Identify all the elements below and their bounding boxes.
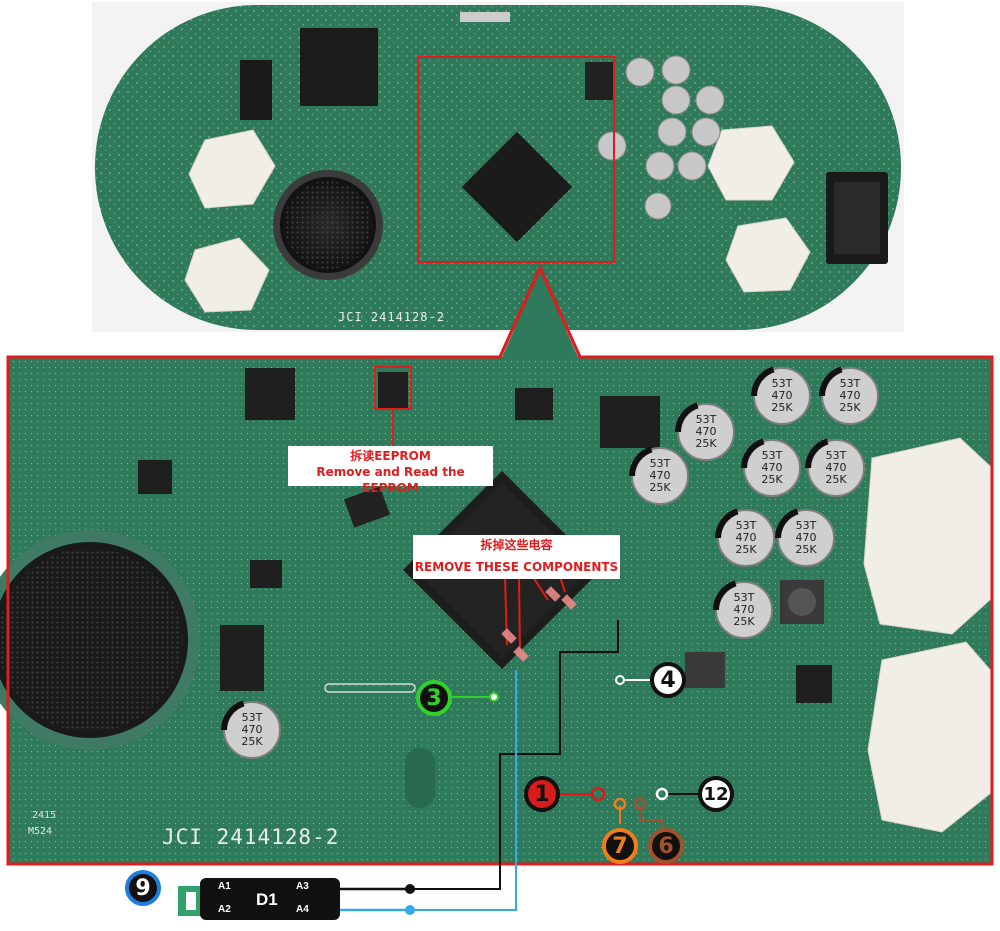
pin-label-12: 12 — [703, 783, 729, 805]
top-silkscreen: JCI 2414128-2 — [338, 310, 445, 324]
adapter-a2: A2 — [218, 904, 231, 915]
capacitor-marking: 470 — [734, 603, 755, 616]
pin-badge-7: 7 — [602, 828, 638, 864]
capacitor-marking: 53T — [840, 377, 861, 390]
adapter-d1 — [178, 878, 410, 920]
pin-badge-4: 4 — [650, 662, 686, 698]
capacitor-marking: 470 — [826, 461, 847, 474]
adapter-a3: A3 — [296, 881, 309, 892]
capacitor-marking: 470 — [736, 531, 757, 544]
eeprom-label-cn: 拆读EEPROM — [350, 449, 431, 463]
pin-label-1: 1 — [534, 781, 550, 807]
capacitor-marking: 25K — [695, 437, 717, 450]
svg-text:M524: M524 — [28, 826, 52, 837]
zoom-view: 2415 M524 — [0, 357, 993, 864]
capacitor-marking: 470 — [840, 389, 861, 402]
pin-label-6: 6 — [658, 833, 674, 859]
capacitor-marking: 25K — [771, 401, 793, 414]
capacitor-marking: 25K — [761, 473, 783, 486]
adapter-a1: A1 — [218, 881, 231, 892]
pin-badge-1: 1 — [524, 776, 560, 812]
eeprom-label-en: Remove and Read the EEPROM — [316, 465, 465, 495]
capacitor-marking: 25K — [795, 543, 817, 556]
top-board-photo — [92, 2, 904, 332]
capacitor-marking: 53T — [242, 711, 263, 724]
capacitor-marking: 25K — [735, 543, 757, 556]
pin-badge-12: 12 — [698, 776, 734, 812]
zoom-silkscreen: JCI 2414128-2 — [162, 825, 340, 849]
wires — [405, 620, 700, 915]
capacitor-marking: 25K — [241, 735, 263, 748]
components-label-cn: 拆掉这些电容 — [480, 538, 553, 552]
capacitor-marking: 53T — [826, 449, 847, 462]
capacitor-marking: 470 — [772, 389, 793, 402]
pin-label-3: 3 — [426, 685, 442, 711]
capacitor-marking: 25K — [649, 481, 671, 494]
capacitor-marking: 53T — [796, 519, 817, 532]
capacitor-marking: 470 — [242, 723, 263, 736]
components-callout: 拆掉这些电容 REMOVE THESE COMPONENTS — [413, 535, 620, 579]
capacitor-group: 53T47025K53T47025K53T47025K53T47025K53T4… — [221, 366, 879, 759]
capacitor-marking: 53T — [762, 449, 783, 462]
capacitor-marking: 470 — [696, 425, 717, 438]
pin-label-4: 4 — [660, 667, 676, 693]
capacitor-marking: 53T — [650, 457, 671, 470]
capacitor-marking: 53T — [772, 377, 793, 390]
pin-badge-3: 3 — [416, 680, 452, 716]
pin-badge-9: 9 — [125, 870, 161, 906]
capacitor-marking: 53T — [736, 519, 757, 532]
adapter-name: D1 — [256, 890, 278, 909]
capacitor-marking: 470 — [762, 461, 783, 474]
capacitor-marking: 25K — [825, 473, 847, 486]
capacitor-marking: 25K — [733, 615, 755, 628]
eeprom-callout: 拆读EEPROM Remove and Read the EEPROM — [288, 446, 493, 495]
pin-label-7: 7 — [612, 833, 628, 859]
capacitor-marking: 470 — [796, 531, 817, 544]
capacitor-marking: 53T — [734, 591, 755, 604]
components-label-en: REMOVE THESE COMPONENTS — [414, 560, 619, 574]
pin-label-9: 9 — [135, 875, 151, 901]
adapter-a4: A4 — [296, 904, 309, 915]
svg-text:2415: 2415 — [32, 810, 56, 821]
capacitor-marking: 53T — [696, 413, 717, 426]
capacitor-marking: 470 — [650, 469, 671, 482]
pin-badge-6: 6 — [648, 828, 684, 864]
capacitor-marking: 25K — [839, 401, 861, 414]
